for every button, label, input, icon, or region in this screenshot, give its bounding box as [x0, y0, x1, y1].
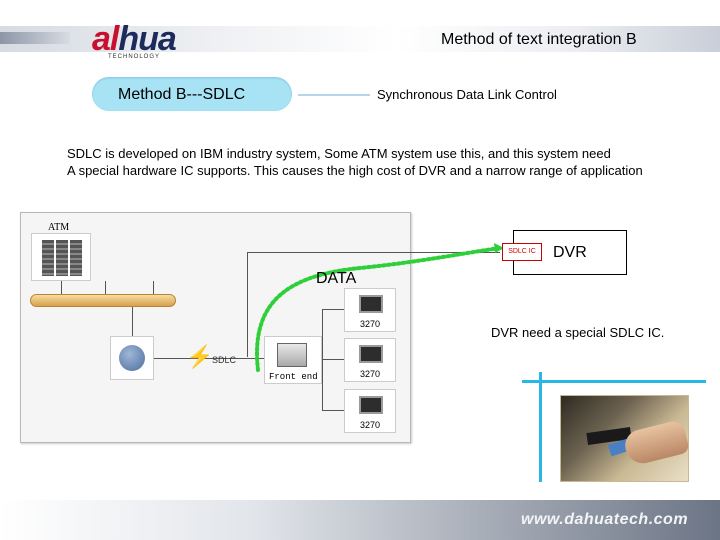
- logo-wordmark: alhua: [92, 20, 177, 58]
- data-label: DATA: [316, 270, 357, 287]
- terminal-label: 3270: [359, 369, 381, 379]
- trunk-to-dvr-line: [247, 252, 500, 253]
- monitor-icon: [359, 345, 383, 363]
- monitor-icon: [359, 396, 383, 414]
- slide-title: Method of text integration B: [441, 31, 637, 48]
- method-pill-label: Method B---SDLC: [118, 86, 246, 103]
- terminal-3270-icon: 3270: [344, 389, 396, 433]
- atm-card-photo: [560, 395, 691, 482]
- rack-icon: [42, 240, 54, 276]
- footer-url: www.dahuatech.com: [521, 511, 689, 528]
- hand-icon: [621, 419, 691, 467]
- atm-mainframe-icon: [31, 233, 91, 281]
- data-flow-path: [255, 246, 502, 372]
- terminal-label: 3270: [359, 319, 381, 329]
- bus-to-router-line: [132, 307, 133, 336]
- terminal-3270-icon: 3270: [344, 288, 396, 332]
- paragraph-line-2: A special hardware IC supports. This cau…: [67, 163, 643, 178]
- rack-icon: [70, 240, 82, 276]
- logo-subtitle: TECHNOLOGY: [108, 54, 161, 60]
- terminal-tap: [322, 309, 344, 310]
- terminal-label: 3270: [359, 420, 381, 430]
- header-shade: [0, 32, 70, 44]
- method-pill: Method B---SDLC: [92, 77, 292, 111]
- rack-icon: [56, 240, 68, 276]
- bus-tap: [61, 281, 62, 294]
- router-disc: [119, 345, 145, 371]
- trunk-line: [247, 252, 248, 357]
- dvr-label: DVR: [553, 244, 587, 261]
- dvr-note: DVR need a special SDLC IC.: [491, 325, 665, 340]
- sdlc-link-label: SDLC: [212, 355, 237, 365]
- sdlc-ic-chip: SDLC IC: [502, 243, 542, 261]
- method-description: Synchronous Data Link Control: [377, 87, 557, 102]
- explanation-paragraph: SDLC is developed on IBM industry system…: [67, 145, 643, 179]
- accent-line-vertical: [539, 372, 542, 482]
- bus-tap: [105, 281, 106, 294]
- atm-label: ATM: [48, 222, 70, 233]
- computer-icon: [277, 343, 307, 367]
- header-band: [0, 26, 720, 52]
- dahua-logo: alhua TECHNOLOGY: [92, 20, 232, 68]
- pill-connector-line: [298, 94, 370, 96]
- network-bus: [30, 294, 176, 307]
- lightning-icon: ⚡: [186, 344, 214, 369]
- terminal-3270-icon: 3270: [344, 338, 396, 382]
- front-end-label: Front end: [269, 372, 318, 382]
- paragraph-line-1: SDLC is developed on IBM industry system…: [67, 146, 611, 161]
- terminal-tap: [322, 410, 344, 411]
- bus-tap: [153, 281, 154, 294]
- accent-line-horizontal: [522, 380, 706, 383]
- front-end-processor-icon: [264, 336, 322, 384]
- footer-band: [0, 500, 720, 540]
- router-to-frontend-line: [154, 358, 264, 359]
- arrowhead-icon: [494, 243, 504, 253]
- monitor-icon: [359, 295, 383, 313]
- router-icon: [110, 336, 154, 380]
- terminal-tap: [322, 359, 344, 360]
